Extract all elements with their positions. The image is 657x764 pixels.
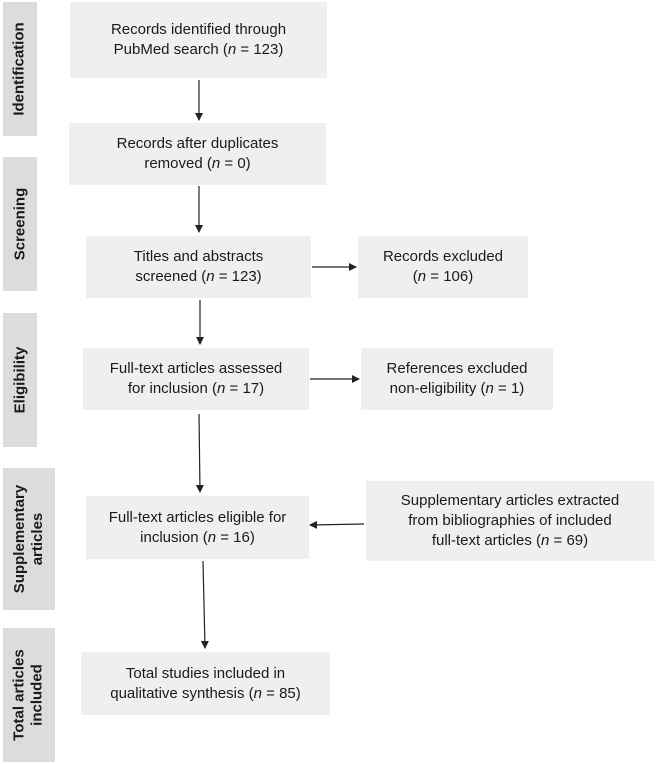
phase-eligibility-label: Eligibility xyxy=(11,346,28,414)
box-references-excluded: References excluded non-eligibility (n =… xyxy=(361,348,553,410)
phase-supplementary-label: Supplementary articles xyxy=(11,484,46,594)
box-fulltext-assessed: Full-text articles assessed for inclusio… xyxy=(83,348,309,410)
phase-eligibility: Eligibility xyxy=(3,313,37,447)
box-titles-abstracts-screened: Titles and abstracts screened (n = 123) xyxy=(86,236,311,298)
box-records-excluded: Records excluded (n = 106) xyxy=(358,236,528,298)
phase-screening-label: Screening xyxy=(11,187,28,261)
box-supplementary-extracted: Supplementary articles extracted from bi… xyxy=(366,481,654,561)
box-records-identified: Records identified through PubMed search… xyxy=(70,2,327,78)
phase-total-label: Total articles included xyxy=(11,649,47,741)
box-fulltext-eligible: Full-text articles eligible for inclusio… xyxy=(86,496,309,559)
box-after-duplicates: Records after duplicates removed (n = 0) xyxy=(69,123,326,185)
phase-identification-label: Identification xyxy=(11,22,28,116)
phase-total-articles-included: Total articles included xyxy=(3,628,55,762)
phase-supplementary-articles: Supplementary articles xyxy=(3,468,55,610)
phase-screening: Screening xyxy=(3,157,37,291)
arrow-assessed-to-eligible xyxy=(195,413,204,493)
arrow-supplementary-to-eligible xyxy=(309,520,365,529)
box-total-included: Total studies included in qualitative sy… xyxy=(81,652,330,715)
phase-identification: Identification xyxy=(3,2,37,136)
arrow-eligible-to-total xyxy=(200,560,209,649)
